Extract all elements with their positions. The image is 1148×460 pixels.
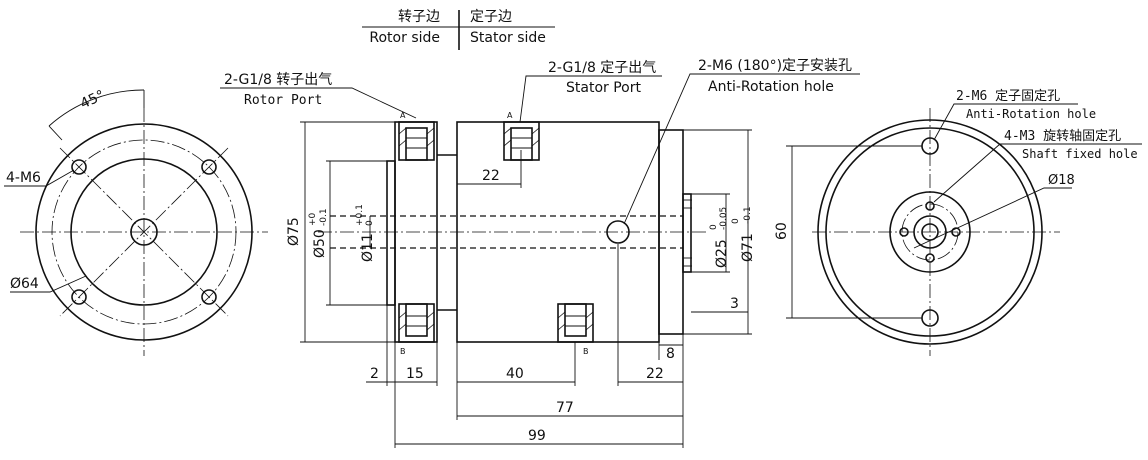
rotor-side-cn: 转子边 bbox=[398, 9, 440, 25]
left-outer-circle bbox=[35, 123, 253, 341]
dim-3: 3 bbox=[730, 296, 739, 312]
dia-71-tol-lower: -0.1 bbox=[743, 206, 753, 224]
shaft-fixed-en: Shaft fixed hole bbox=[1022, 147, 1138, 161]
right-bore bbox=[913, 215, 947, 249]
dia-11-tol-lower: 0 bbox=[365, 220, 375, 226]
dim-22-bottom: 22 bbox=[646, 366, 664, 382]
dim-60: 60 bbox=[774, 222, 790, 240]
left-hole-tr bbox=[201, 159, 217, 175]
right-flange-circle bbox=[825, 127, 1035, 337]
port-a-stator: A bbox=[507, 111, 513, 120]
dim-77: 77 bbox=[556, 400, 574, 416]
dim-99: 99 bbox=[528, 428, 546, 444]
port-b-stator: B bbox=[583, 347, 589, 356]
side-view: A A B B 2-G1/8 转子出气 Rotor Port 2-G1/8 定子… bbox=[220, 58, 860, 448]
rotor-port-bottom bbox=[398, 303, 435, 343]
dia-25-tol-lower: -0.05 bbox=[719, 207, 729, 230]
dia-25-tol-upper: 0 bbox=[709, 224, 719, 230]
holes-label: 4-M6 bbox=[6, 170, 41, 186]
dia-50-tol-upper: +0 bbox=[308, 212, 318, 226]
right-hub-circle bbox=[889, 191, 971, 273]
right-outer-circle bbox=[817, 119, 1043, 345]
port-b-rotor: B bbox=[400, 347, 406, 356]
shaft-hole-left bbox=[899, 227, 909, 237]
dim-40: 40 bbox=[506, 366, 524, 382]
angle-label: 45° bbox=[78, 87, 107, 112]
anti-rotation-hole bbox=[606, 220, 630, 244]
dia-50: Ø50 bbox=[312, 229, 328, 258]
stator-port-bottom bbox=[557, 303, 594, 343]
rotor-port-top bbox=[398, 121, 435, 161]
anti-rotation-cn: 2-M6 (180°)定子安装孔 bbox=[698, 58, 852, 74]
left-inner-circle bbox=[70, 158, 218, 306]
shaft-hole-top bbox=[925, 201, 935, 211]
port-a-rotor: A bbox=[400, 111, 406, 120]
stator-side-cn: 定子边 bbox=[470, 9, 512, 25]
dia-11-tol-upper: +0.1 bbox=[355, 204, 365, 226]
anti-rotation-en: Anti-Rotation hole bbox=[708, 79, 834, 95]
dim-22-top: 22 bbox=[482, 168, 500, 184]
left-hole-br bbox=[201, 289, 217, 305]
left-hole-bl bbox=[71, 289, 87, 305]
dia-11: Ø11 bbox=[360, 233, 376, 262]
dia-18: Ø18 bbox=[1048, 173, 1075, 188]
pcd-label: Ø64 bbox=[10, 276, 39, 292]
dia-71-tol-upper: 0 bbox=[731, 218, 741, 224]
shaft-hole-right bbox=[951, 227, 961, 237]
left-hole-tl bbox=[71, 159, 87, 175]
left-pcd-circle bbox=[51, 139, 237, 325]
dia-71: Ø71 bbox=[740, 233, 756, 262]
shaft-hole-bottom bbox=[925, 253, 935, 263]
shaft-fixed-cn: 4-M3 旋转轴固定孔 bbox=[1004, 129, 1121, 144]
dim-15: 15 bbox=[406, 366, 424, 382]
dia-75: Ø75 bbox=[286, 217, 302, 246]
stator-side-en: Stator side bbox=[470, 30, 546, 46]
right-anti-rotation-cn: 2-M6 定子固定孔 bbox=[956, 89, 1060, 104]
rotor-port-en: Rotor Port bbox=[244, 93, 322, 108]
dia-50-tol-lower: -0.1 bbox=[319, 208, 329, 226]
rotor-port-cn: 2-G1/8 转子出气 bbox=[224, 72, 332, 88]
stator-port-en: Stator Port bbox=[566, 80, 641, 96]
left-center-bore bbox=[130, 218, 158, 246]
right-anti-rotation-en: Anti-Rotation hole bbox=[966, 107, 1096, 121]
right-end-view: 60 Ø18 2-M6 定子固定孔 Anti-Rotation hole 4-M… bbox=[774, 89, 1142, 356]
left-end-view: 45° 4-M6 Ø64 bbox=[4, 87, 268, 356]
stator-port-top bbox=[503, 121, 540, 161]
side-legend: 转子边 Rotor side 定子边 Stator side bbox=[362, 9, 555, 50]
dia-25: Ø25 bbox=[714, 239, 730, 268]
stator-port-cn: 2-G1/8 定子出气 bbox=[548, 60, 656, 76]
rotor-side-en: Rotor side bbox=[369, 30, 440, 46]
dim-2: 2 bbox=[370, 366, 379, 382]
dim-8: 8 bbox=[666, 346, 675, 362]
